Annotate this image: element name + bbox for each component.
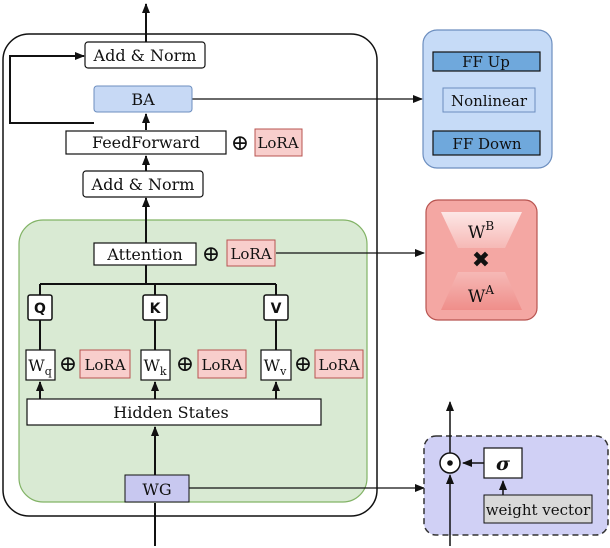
ff-up-box [432, 51, 541, 72]
wq-lora-box [79, 349, 131, 379]
v-label: V [271, 301, 282, 317]
wk-label: Wk [143, 356, 166, 378]
wv-box [260, 349, 292, 381]
wa-trapezoid [441, 272, 522, 310]
wq-label: Wq [28, 356, 52, 378]
plus-icon: ⊕ [59, 352, 77, 377]
attention-lora-label: LoRA [230, 245, 271, 263]
feedforward-label: FeedForward [92, 133, 200, 152]
add-norm-top-label: Add & Norm [93, 46, 197, 65]
k-box [142, 294, 168, 321]
wk-box [140, 349, 171, 381]
wb-trapezoid [441, 212, 522, 248]
wa-label: WA [468, 283, 494, 307]
plus-icon: ⊕ [231, 131, 249, 156]
wg-label: WG [142, 480, 171, 499]
add-norm-bottom-label: Add & Norm [91, 175, 195, 194]
wk-lora-label: LoRA [201, 356, 242, 374]
plus-icon: ⊕ [294, 352, 312, 377]
add-norm-bottom-box [82, 170, 204, 198]
q-label: Q [34, 301, 46, 317]
wb-label: WB [468, 219, 494, 243]
wv-lora-box [314, 349, 364, 379]
nonlinear-label: Nonlinear [451, 92, 528, 110]
residual-connection [9, 52, 94, 124]
nonlinear-box [442, 87, 536, 113]
feedforward-lora-label: LoRA [257, 134, 298, 152]
plus-icon: ⊕ [176, 352, 194, 377]
weight-vector-box [483, 494, 593, 524]
dot-product-icon [447, 460, 453, 466]
ff-up-label: FF Up [462, 53, 510, 71]
sigma-box [483, 447, 523, 479]
wk-lora-box [197, 349, 247, 379]
q-box [27, 294, 53, 321]
wv-lora-label: LoRA [318, 356, 359, 374]
ff-down-label: FF Down [452, 135, 521, 153]
attention-lora-box [226, 239, 276, 267]
feedforward-lora-box [254, 128, 303, 157]
wv-label: Wv [264, 356, 287, 378]
wg-box [124, 474, 190, 503]
ba-box [93, 85, 193, 113]
attention-box [93, 242, 197, 266]
plus-icon: ⊕ [202, 242, 220, 267]
wq-lora-label: LoRA [84, 356, 125, 374]
ff-down-box [432, 130, 541, 156]
ba-label: BA [131, 90, 155, 109]
weight-vector-label: weight vector [486, 501, 591, 519]
attention-region [18, 219, 368, 503]
v-box [263, 294, 289, 321]
feedforward-box [65, 130, 227, 155]
attention-label: Attention [106, 245, 182, 264]
multiply-icon: ✖ [472, 248, 490, 273]
add-norm-top-box [84, 41, 206, 69]
hidden-states-label: Hidden States [113, 403, 228, 422]
wq-box [25, 349, 56, 381]
sigma-label: σ [496, 453, 511, 475]
hidden-states-box [26, 398, 322, 426]
k-label: K [150, 301, 162, 317]
